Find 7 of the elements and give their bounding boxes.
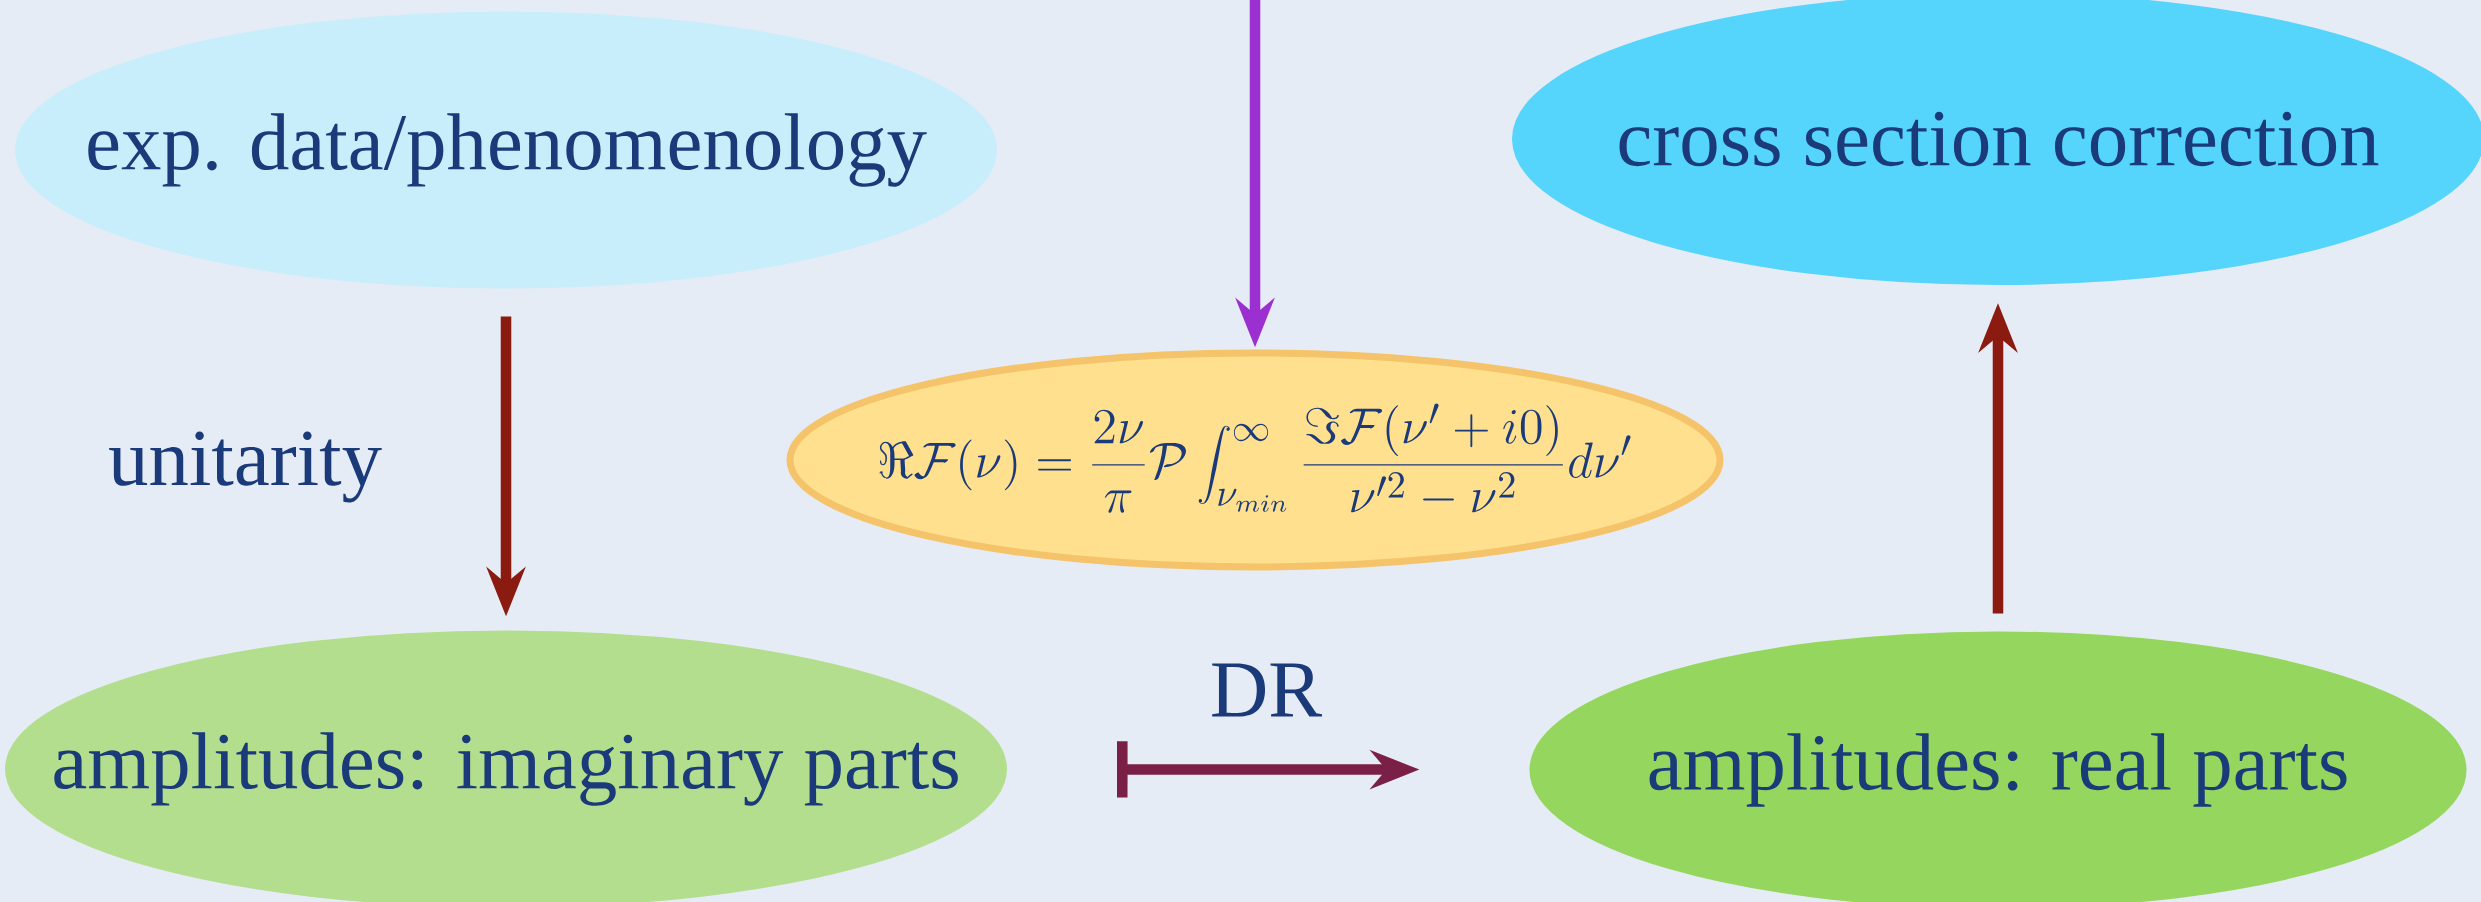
ellipse-node: amplitudes: real parts <box>1529 631 2467 902</box>
ellipse-node: $\Re\mathcal{F}(\nu)=\frac{2\nu}{\pi}\mathcal{P}\int_{\nu_{min}}^{\infty}\frac{\Im\mathcal{F}(\nu'+i0)}{\nu'^2-\nu^2}d\nu'$ <box>786 349 1724 571</box>
ellipse-node: cross section correction <box>1512 0 2481 285</box>
ellipse-node: amplitudes: imaginary parts <box>5 630 1008 902</box>
edge-label: DR <box>1212 663 1322 717</box>
ellipse-node: exp. data/phenomenology <box>15 11 998 289</box>
edge-label: unitarity <box>109 431 382 503</box>
